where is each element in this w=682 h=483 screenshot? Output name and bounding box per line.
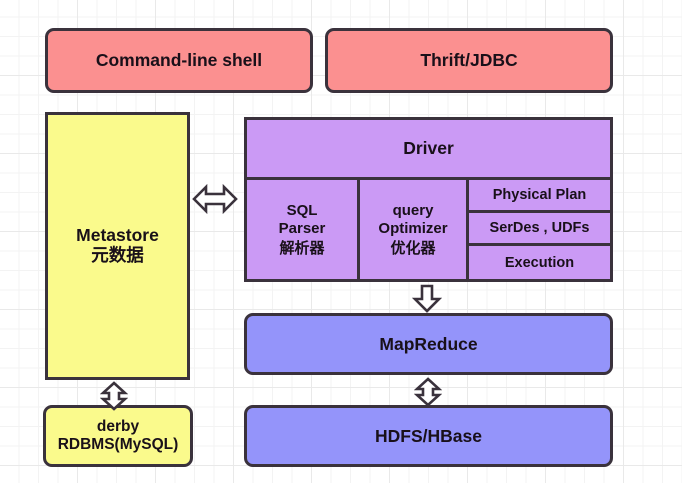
serdes-udfs-label: SerDes , UDFs: [489, 220, 590, 236]
derby-rdbms-box[interactable]: derby RDBMS(MySQL): [43, 405, 193, 467]
double-headed-vertical-arrow-icon: [100, 381, 128, 411]
execution-row[interactable]: Execution: [469, 246, 610, 279]
metastore-box[interactable]: Metastore 元数据: [45, 112, 190, 380]
query-optimizer-cell[interactable]: query Optimizer 优化器: [360, 180, 469, 279]
mapreduce-box[interactable]: MapReduce: [244, 313, 613, 375]
query-optimizer-line2: Optimizer: [378, 220, 448, 238]
metastore-label-cn: 元数据: [91, 246, 144, 266]
query-optimizer-line3-cn: 优化器: [390, 238, 436, 257]
rdbms-label: RDBMS(MySQL): [57, 436, 179, 453]
driver-title: Driver: [247, 120, 610, 180]
driver-title-label: Driver: [403, 138, 454, 158]
execution-stack: Physical Plan SerDes , UDFs Execution: [469, 180, 610, 279]
serdes-udfs-row[interactable]: SerDes , UDFs: [469, 213, 610, 246]
physical-plan-label: Physical Plan: [492, 187, 587, 203]
driver-panel[interactable]: Driver SQL Parser 解析器 query Optimizer 优化…: [244, 117, 613, 282]
metastore-label: Metastore: [76, 225, 159, 246]
mapreduce-label: MapReduce: [379, 333, 478, 354]
physical-plan-row[interactable]: Physical Plan: [469, 180, 610, 213]
driver-body: SQL Parser 解析器 query Optimizer 优化器 Physi…: [247, 180, 610, 279]
derby-label: derby: [96, 417, 140, 435]
hdfs-hbase-label: HDFS/HBase: [375, 425, 482, 446]
hdfs-hbase-box[interactable]: HDFS/HBase: [244, 405, 613, 467]
command-line-shell-label: Command-line shell: [95, 50, 263, 71]
sql-parser-cell[interactable]: SQL Parser 解析器: [247, 180, 360, 279]
down-arrow-icon: [412, 284, 442, 313]
thrift-jdbc-box[interactable]: Thrift/JDBC: [325, 28, 613, 93]
command-line-shell-box[interactable]: Command-line shell: [45, 28, 313, 93]
query-optimizer-line1: query: [392, 202, 434, 220]
sql-parser-line3-cn: 解析器: [279, 238, 325, 257]
double-headed-vertical-arrow-icon: [414, 377, 442, 407]
thrift-jdbc-label: Thrift/JDBC: [420, 50, 518, 71]
sql-parser-line1: SQL: [286, 202, 318, 220]
execution-label: Execution: [504, 254, 575, 271]
double-headed-horizontal-arrow-icon: [192, 182, 238, 216]
sql-parser-line2: Parser: [278, 220, 326, 238]
